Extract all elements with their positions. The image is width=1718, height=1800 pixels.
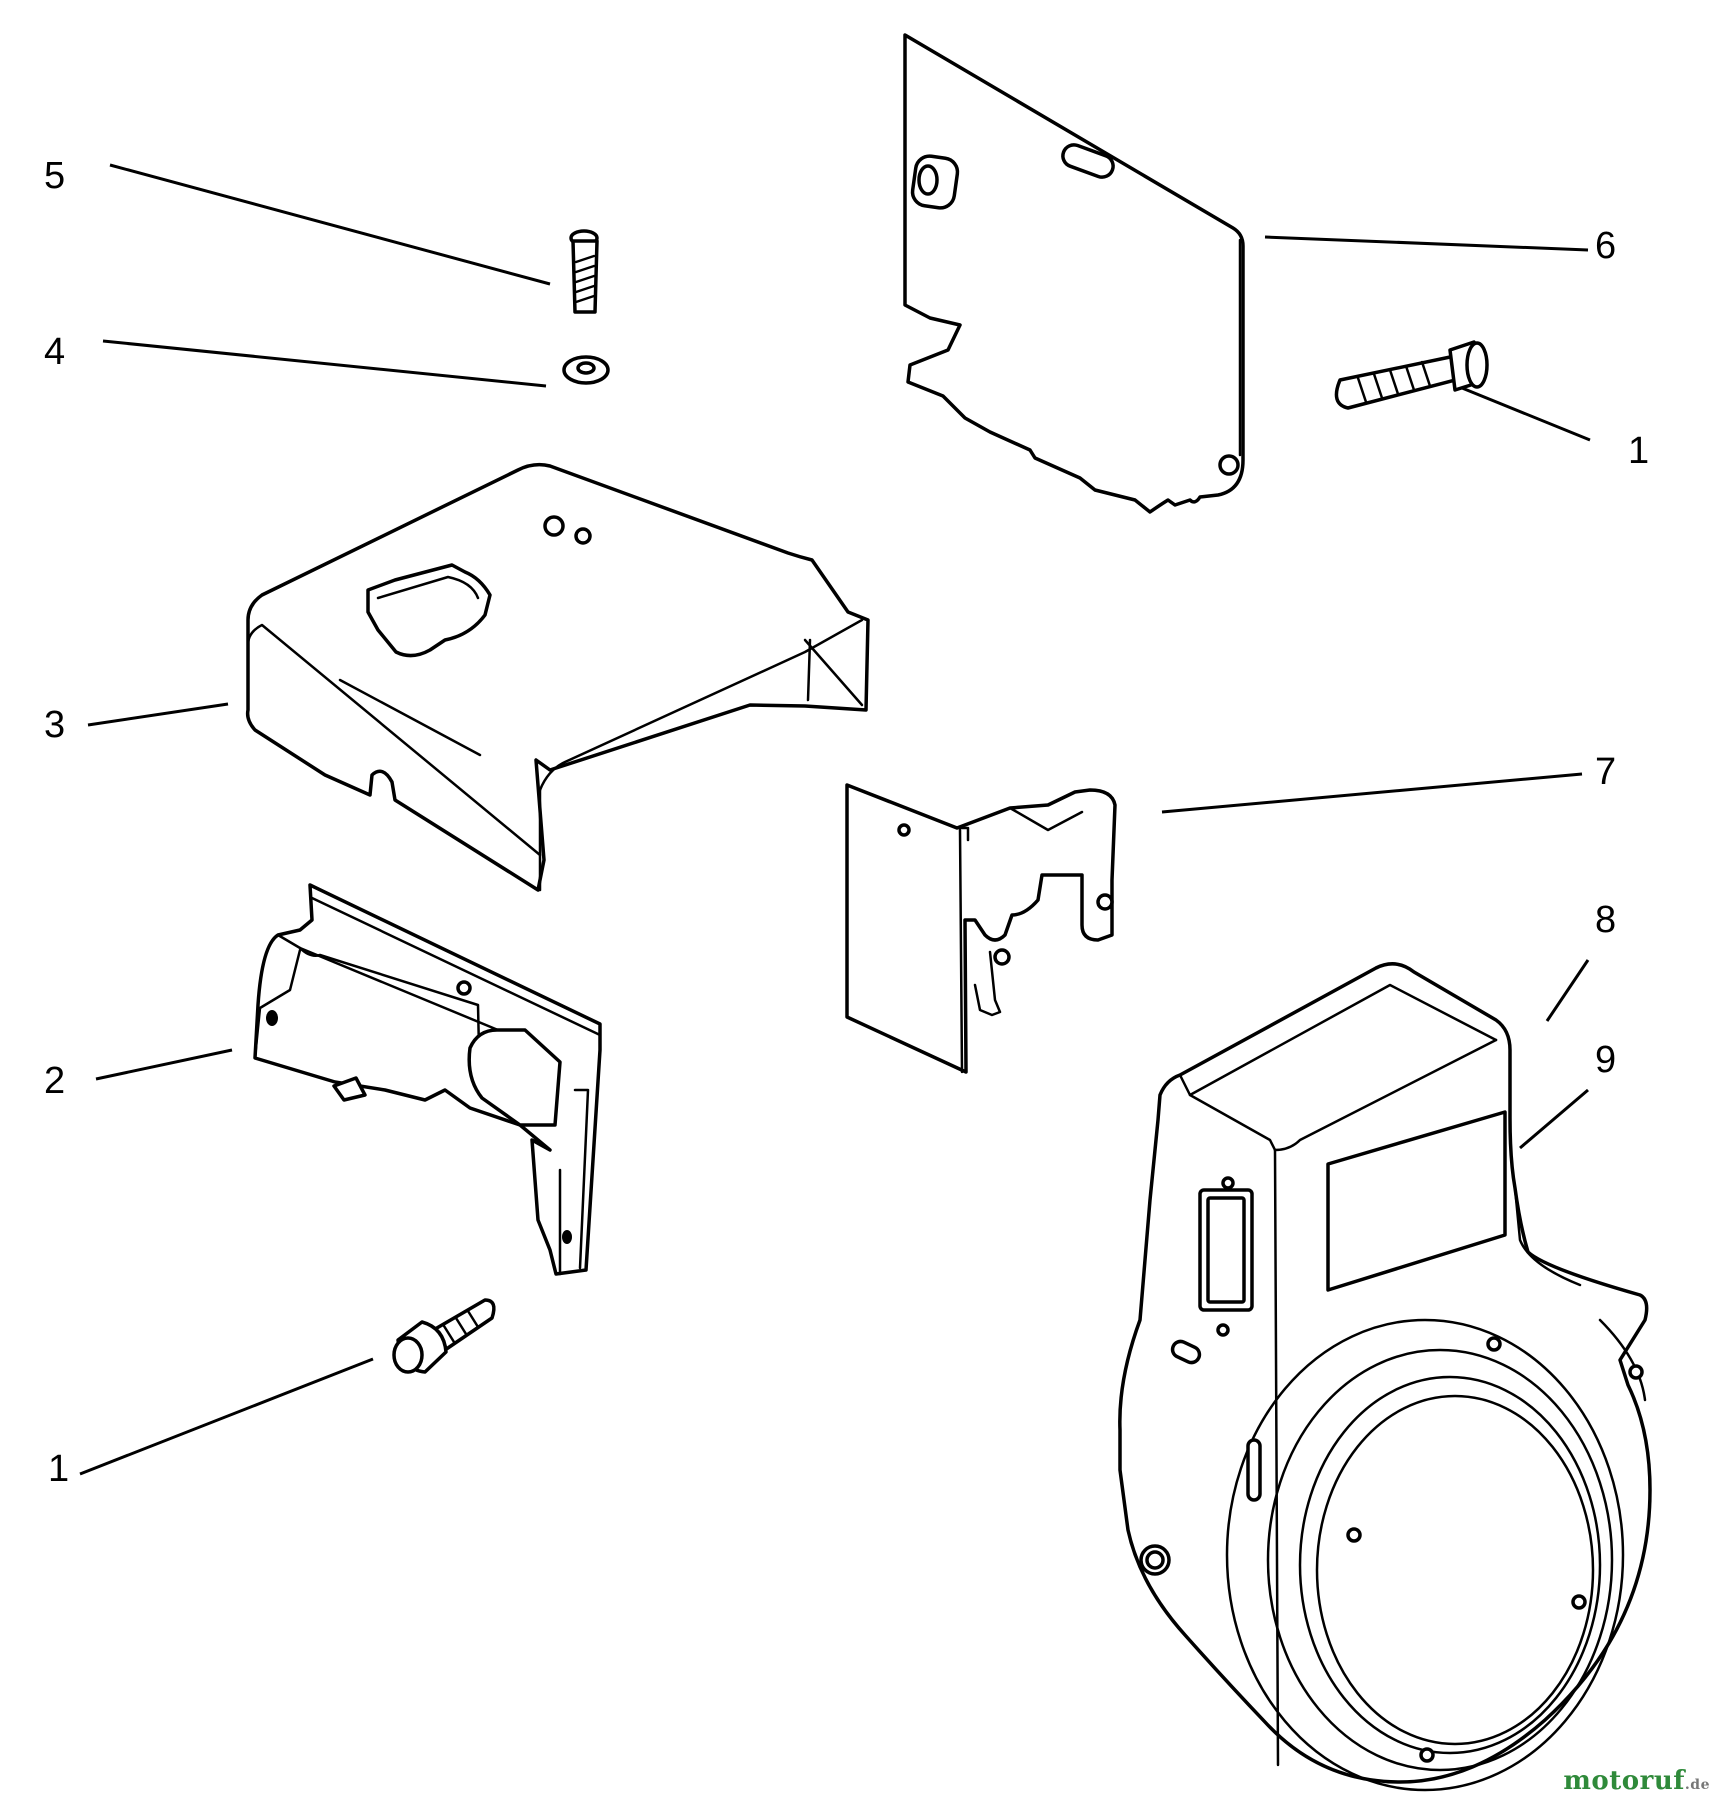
leader-8 [1545, 959, 1590, 1022]
leader-7 [1161, 772, 1583, 814]
watermark-logo: motoruf.de [1563, 1766, 1710, 1796]
leader-5 [109, 163, 551, 286]
part-3-cover [245, 462, 870, 892]
leader-2 [95, 1048, 233, 1081]
callout-1-bottom: 1 [48, 1448, 69, 1490]
part-4-washer [562, 355, 610, 385]
callout-5: 5 [44, 155, 65, 197]
part-5-screw [569, 229, 599, 314]
callout-8: 8 [1595, 899, 1616, 941]
part-1-bolt-top [1334, 340, 1489, 410]
leader-6 [1264, 235, 1589, 252]
part-7-bracket [845, 783, 1117, 1074]
leader-4 [102, 339, 547, 388]
part-8-blower-housing [1118, 962, 1652, 1792]
callout-7: 7 [1595, 751, 1616, 793]
leader-1-bottom [79, 1357, 374, 1476]
part-6-plate [903, 33, 1245, 514]
callout-1-top: 1 [1628, 430, 1649, 472]
leader-lines [79, 163, 1591, 1476]
callout-6: 6 [1595, 225, 1616, 267]
leader-3 [87, 702, 229, 727]
part-2-baffle [253, 883, 602, 1276]
part-1-bolt-bottom [392, 1298, 496, 1374]
callout-9: 9 [1595, 1039, 1616, 1081]
watermark-tld: .de [1684, 1777, 1710, 1793]
callout-3: 3 [44, 704, 65, 746]
callout-4: 4 [44, 331, 65, 373]
callout-2: 2 [44, 1060, 65, 1102]
callout-labels: 5 4 6 1 3 7 8 9 2 1 [44, 155, 1649, 1490]
watermark-main: motoruf [1563, 1766, 1685, 1796]
leader-9 [1519, 1088, 1589, 1150]
part-9-decal [1326, 1110, 1507, 1292]
leader-1-top [1461, 386, 1591, 442]
